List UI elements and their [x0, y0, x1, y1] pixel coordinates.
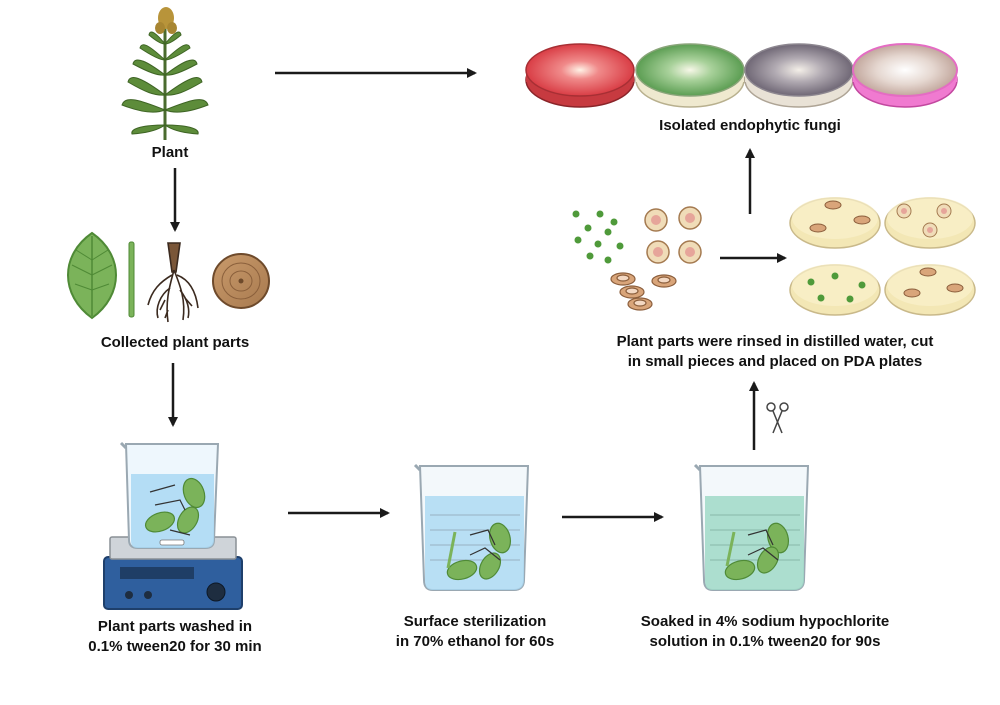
beaker-icon — [693, 463, 810, 591]
stem-icon — [128, 241, 135, 318]
pda-plates — [789, 197, 976, 316]
label-collected-parts: Collected plant parts — [100, 334, 250, 351]
label-soaked-line2: solution in 0.1% tween20 for 90s — [649, 633, 881, 650]
root-pieces — [610, 272, 677, 311]
petri-dish-icon — [884, 197, 976, 249]
petri-dish-icon — [525, 43, 635, 108]
label-washed-line2: 0.1% tween20 for 30 min — [88, 638, 262, 655]
label-washed: Plant parts washed in 0.1% tween20 for 3… — [40, 617, 310, 657]
petri-dish-icon — [852, 43, 958, 108]
label-rinsed-line1: Plant parts were rinsed in distilled wat… — [616, 333, 934, 350]
label-soaked-line1: Soaked in 4% sodium hypochlorite — [640, 613, 890, 630]
petri-dish-icon — [789, 197, 881, 249]
beaker-icon — [119, 441, 220, 549]
root-icon — [147, 242, 199, 323]
label-sterilization-line1: Surface sterilization — [403, 613, 547, 630]
label-plant: Plant — [151, 144, 189, 161]
label-sterilization-line2: in 70% ethanol for 60s — [395, 633, 555, 650]
petri-dish-icon — [744, 43, 854, 108]
beaker-icon — [413, 463, 530, 591]
label-sterilization: Surface sterilization in 70% ethanol for… — [360, 612, 590, 652]
scissors-icon — [766, 402, 789, 434]
leaf-icon — [67, 231, 117, 320]
label-rinsed: Plant parts were rinsed in distilled wat… — [580, 332, 970, 372]
fungi-plates — [525, 43, 958, 108]
petri-dish-icon — [884, 264, 976, 316]
stem-cross-sections — [644, 206, 702, 264]
label-rinsed-line2: in small pieces and placed on PDA plates — [627, 353, 923, 370]
petri-dish-icon — [635, 43, 745, 108]
label-soaked: Soaked in 4% sodium hypochlorite solutio… — [620, 612, 910, 652]
plant-icon — [121, 7, 209, 140]
label-isolated-fungi: Isolated endophytic fungi — [659, 117, 841, 134]
wood-slice-icon — [212, 253, 270, 309]
label-washed-line1: Plant parts washed in — [97, 618, 253, 635]
flow-arrows — [168, 68, 787, 522]
spores-icon — [572, 210, 624, 264]
petri-dish-icon — [789, 264, 881, 316]
